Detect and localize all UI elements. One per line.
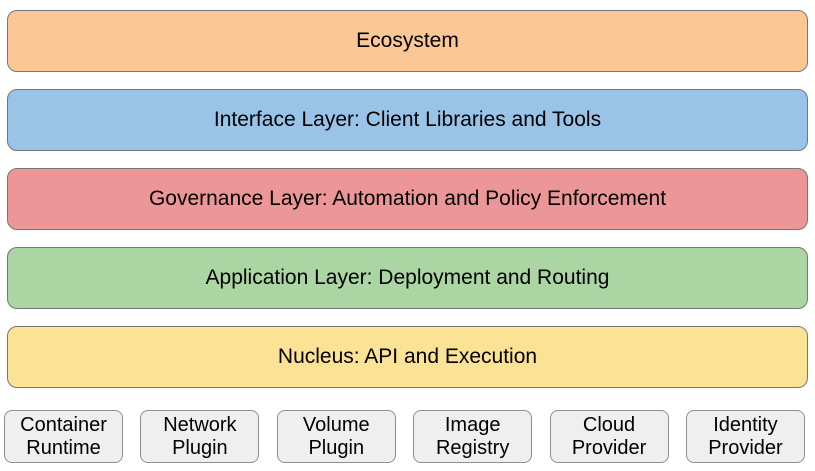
- provider-row: Container Runtime Network Plugin Volume …: [4, 410, 805, 463]
- layer-governance: Governance Layer: Automation and Policy …: [7, 168, 808, 230]
- layer-application: Application Layer: Deployment and Routin…: [7, 247, 808, 309]
- layer-ecosystem-label: Ecosystem: [356, 29, 459, 52]
- layer-governance-label: Governance Layer: Automation and Policy …: [148, 187, 667, 210]
- provider-container-runtime-label: Container Runtime: [20, 413, 107, 459]
- layer-interface: Interface Layer: Client Libraries and To…: [7, 89, 808, 151]
- layer-ecosystem: Ecosystem: [7, 10, 808, 72]
- provider-container-runtime: Container Runtime: [4, 410, 123, 463]
- provider-image-registry: Image Registry: [413, 410, 533, 463]
- provider-image-registry-label: Image Registry: [435, 413, 510, 459]
- provider-network-plugin: Network Plugin: [140, 410, 260, 463]
- provider-cloud-provider-label: Cloud Provider: [571, 413, 647, 459]
- provider-volume-plugin: Volume Plugin: [276, 410, 396, 463]
- layer-interface-label: Interface Layer: Client Libraries and To…: [213, 108, 602, 131]
- provider-identity-provider-label: Identity Provider: [708, 413, 783, 459]
- provider-volume-plugin-label: Volume Plugin: [302, 413, 370, 459]
- provider-network-plugin-label: Network Plugin: [163, 413, 237, 459]
- provider-cloud-provider: Cloud Provider: [549, 410, 669, 463]
- provider-identity-provider: Identity Provider: [685, 410, 805, 463]
- layer-stack: Ecosystem Interface Layer: Client Librar…: [7, 10, 808, 388]
- layer-nucleus-label: Nucleus: API and Execution: [277, 345, 538, 368]
- layer-nucleus: Nucleus: API and Execution: [7, 326, 808, 388]
- layer-application-label: Application Layer: Deployment and Routin…: [205, 266, 610, 289]
